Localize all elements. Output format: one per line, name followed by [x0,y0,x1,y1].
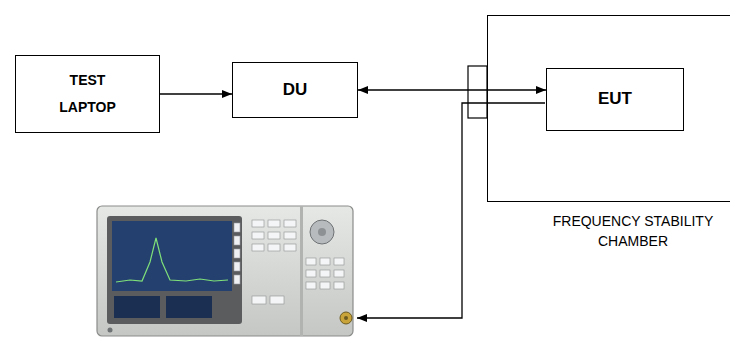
chamber-outline: FREQUENCY STABILITY CHAMBEREUT [487,15,730,202]
rf-cable [357,103,545,318]
laptop-box: TEST LAPTOP [15,55,160,133]
connector-arrow [160,93,232,94]
connector-arrow [358,89,546,90]
eut-box: EUT [546,68,684,131]
box-label: TEST LAPTOP [53,67,123,120]
du-box: DU [232,62,358,118]
chamber-label: FREQUENCY STABILITY CHAMBER [543,211,723,252]
box-label: DU [283,80,308,100]
spectrum-analyzer [97,206,353,336]
box-label: EUT [598,89,632,109]
feedthrough-panel [468,66,487,118]
